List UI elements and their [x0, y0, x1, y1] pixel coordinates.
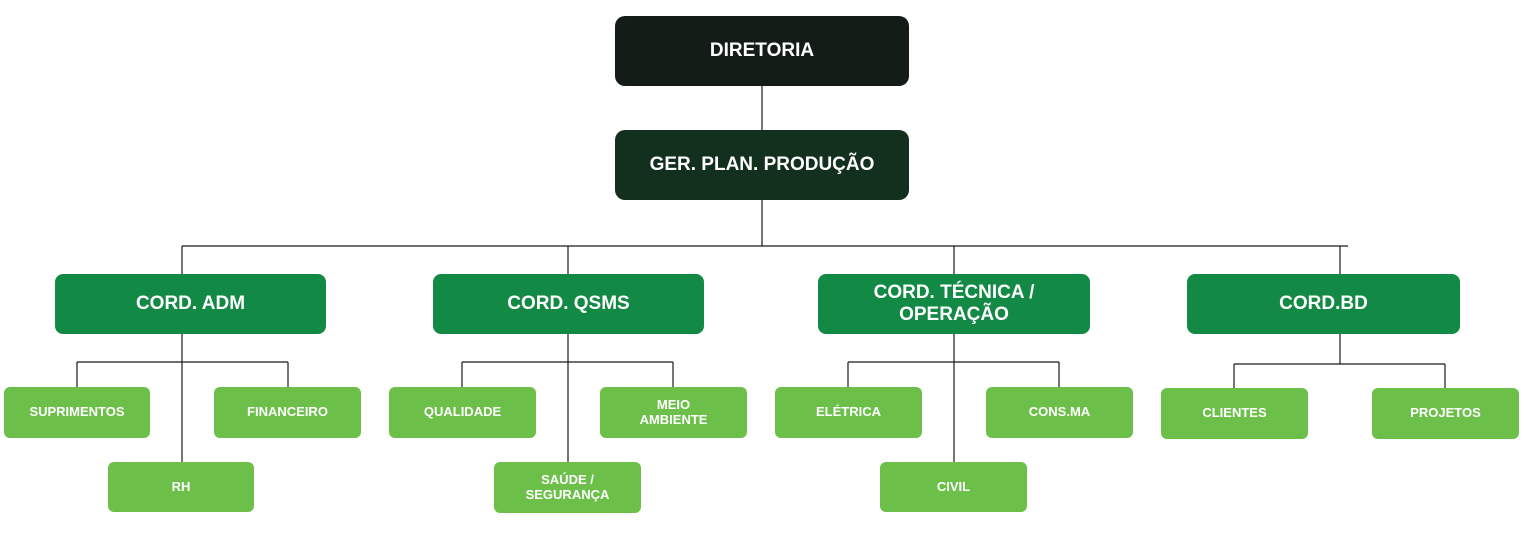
qualidade-label: QUALIDADE: [423, 404, 502, 420]
eletrica-label: ELÉTRICA: [816, 404, 881, 420]
civil-label: CIVIL: [936, 478, 971, 494]
civil-box: CIVIL: [880, 462, 1027, 512]
cord-adm-box: CORD. ADM: [55, 274, 326, 334]
eletrica-box: ELÉTRICA: [775, 387, 922, 438]
financeiro-label: FINANCEIRO: [247, 404, 328, 420]
projetos-box: PROJETOS: [1372, 388, 1519, 439]
cord-bd-box: CORD.BD: [1187, 274, 1460, 334]
saude-seguranca-box: SAÚDE / SEGURANÇA: [494, 462, 641, 513]
cord-tecnica-label: CORD. TÉCNICA / OPERAÇÃO: [873, 282, 1035, 325]
gerencia-label: GER. PLAN. PRODUÇÃO: [649, 154, 875, 176]
cons-ma-box: CONS.MA: [986, 387, 1133, 438]
projetos-label: PROJETOS: [1410, 405, 1481, 421]
suprimentos-label: SUPRIMENTOS: [29, 404, 125, 420]
qualidade-box: QUALIDADE: [389, 387, 536, 438]
financeiro-box: FINANCEIRO: [214, 387, 361, 438]
cons-ma-label: CONS.MA: [1028, 404, 1091, 420]
rh-label: RH: [171, 478, 191, 494]
clientes-box: CLIENTES: [1161, 388, 1308, 439]
saude-seguranca-label: SAÚDE / SEGURANÇA: [525, 471, 610, 502]
cord-tecnica-box: CORD. TÉCNICA / OPERAÇÃO: [818, 274, 1090, 334]
clientes-label: CLIENTES: [1202, 405, 1267, 421]
cord-qsms-box: CORD. QSMS: [433, 274, 704, 334]
cord-adm-label: CORD. ADM: [135, 293, 246, 315]
suprimentos-box: SUPRIMENTOS: [4, 387, 150, 438]
rh-box: RH: [108, 462, 254, 512]
diretoria-box: DIRETORIA: [615, 16, 909, 86]
diretoria-label: DIRETORIA: [709, 40, 815, 62]
cord-qsms-label: CORD. QSMS: [507, 293, 630, 315]
meio-ambiente-label: MEIO AMBIENTE: [639, 396, 708, 427]
gerencia-box: GER. PLAN. PRODUÇÃO: [615, 130, 909, 200]
meio-ambiente-box: MEIO AMBIENTE: [600, 387, 747, 438]
cord-bd-label: CORD.BD: [1279, 293, 1368, 315]
